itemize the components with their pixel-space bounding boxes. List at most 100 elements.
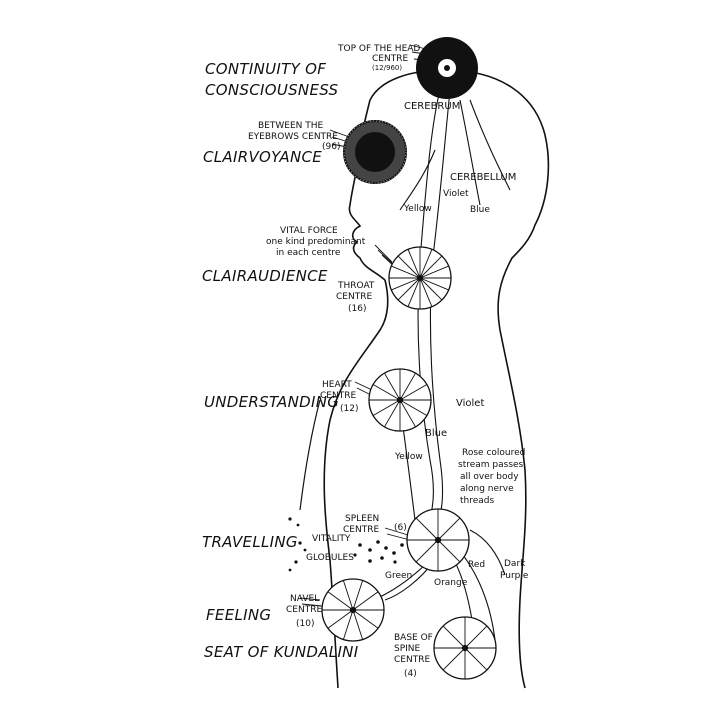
wheel-spoke bbox=[419, 277, 443, 301]
wheel-spoke bbox=[397, 277, 421, 301]
base-spine-petals: (4) bbox=[404, 669, 417, 679]
top-head-petals: (12/960) bbox=[372, 64, 402, 72]
wheel-spoke bbox=[437, 517, 461, 541]
wheel-spoke bbox=[384, 372, 401, 401]
wheel-spoke bbox=[419, 255, 443, 279]
feeling-label: FEELING bbox=[206, 606, 271, 624]
wheel-spoke bbox=[419, 277, 433, 307]
eyebrow-centre-wheel bbox=[343, 120, 407, 184]
clairvoyance-label: CLAIRVOYANCE bbox=[203, 148, 322, 166]
top-head-centre-wheel bbox=[416, 37, 478, 99]
wheel-hub bbox=[416, 274, 424, 282]
spleen-label-2: CENTRE bbox=[343, 525, 379, 535]
wheel-spoke bbox=[342, 580, 354, 611]
wheel-spoke bbox=[464, 647, 488, 671]
wheel-spoke bbox=[399, 372, 416, 401]
wheel-spoke bbox=[391, 265, 421, 279]
wheel-spoke bbox=[384, 399, 401, 428]
rose-note-3: all over body bbox=[460, 472, 519, 482]
wheel-spoke bbox=[342, 609, 354, 640]
navel-petals: (10) bbox=[296, 619, 314, 629]
base-spine-label-3: CENTRE bbox=[394, 655, 430, 665]
wheel-spoke bbox=[419, 265, 449, 279]
rose-note-5: threads bbox=[460, 496, 495, 506]
wheel-hub bbox=[434, 536, 442, 544]
continuity-label-1: CONTINUITY OF bbox=[205, 60, 326, 78]
vital-force-label-3: in each centre bbox=[276, 248, 341, 258]
rose-note-1: Rose coloured bbox=[462, 448, 525, 458]
throat-petals: (16) bbox=[348, 304, 366, 314]
top-head-label-1: TOP OF THE HEAD bbox=[337, 44, 420, 54]
spleen-petals: (6) bbox=[394, 523, 407, 533]
eyebrow-label-1: BETWEEN THE bbox=[258, 121, 323, 131]
wheel-spoke bbox=[327, 609, 354, 629]
dark-purple-label-1: Dark bbox=[504, 559, 526, 569]
navel-label-1: NAVEL bbox=[290, 594, 319, 604]
violet-head-label: Violet bbox=[443, 189, 469, 199]
wheel-hub bbox=[349, 606, 357, 614]
heart-label-2: CENTRE bbox=[320, 391, 356, 401]
wheel-spoke bbox=[352, 591, 379, 611]
throat-centre-wheel bbox=[388, 246, 452, 310]
wheel-spoke bbox=[442, 625, 466, 649]
vital-force-label-1: VITAL FORCE bbox=[280, 226, 338, 236]
vitality-globules-dots bbox=[288, 517, 404, 572]
vitality-label-2: GLOBULES bbox=[306, 553, 354, 563]
heart-centre-wheel bbox=[368, 368, 432, 432]
navel-label-2: CENTRE bbox=[286, 605, 322, 615]
wheel-spoke bbox=[327, 591, 354, 611]
wheel-spoke bbox=[407, 277, 421, 307]
wheel-spoke bbox=[419, 277, 449, 291]
eyebrow-label-2: EYEBROWS CENTRE bbox=[248, 132, 338, 142]
top-head-label-2: CENTRE bbox=[372, 54, 408, 64]
wheel-spoke bbox=[372, 399, 401, 416]
throat-label-1: THROAT bbox=[337, 281, 375, 291]
heart-petals: (12) bbox=[340, 404, 358, 414]
wheel-spoke bbox=[397, 255, 421, 279]
wheel-spoke bbox=[399, 399, 428, 416]
wheel-hub bbox=[396, 396, 404, 404]
base-spine-label-2: SPINE bbox=[394, 644, 421, 654]
wheel-spoke bbox=[391, 277, 421, 291]
seat-of-kundalini-label: SEAT OF KUNDALINI bbox=[204, 643, 359, 661]
spleen-label-1: SPLEEN bbox=[345, 514, 379, 524]
wheel-spoke bbox=[352, 609, 379, 629]
blue-body-label: Blue bbox=[425, 428, 447, 439]
spleen-centre-wheel bbox=[406, 508, 470, 572]
base-spine-centre-wheel bbox=[433, 616, 497, 680]
violet-body-label: Violet bbox=[456, 398, 484, 409]
rose-note-2: stream passes bbox=[458, 460, 524, 470]
yellow-head-label: Yellow bbox=[403, 204, 432, 214]
wheel-spoke bbox=[437, 539, 461, 563]
wheel-spoke bbox=[415, 539, 439, 563]
wheel-spoke bbox=[419, 249, 433, 279]
wheel-hub bbox=[461, 644, 469, 652]
eyebrow-petals: (96) bbox=[322, 142, 340, 152]
yellow-body-label: Yellow bbox=[394, 452, 423, 462]
wheel-spoke bbox=[415, 517, 439, 541]
vital-force-label-2: one kind predominant bbox=[266, 237, 366, 247]
wheel-spoke bbox=[399, 384, 428, 401]
rose-note-4: along nerve bbox=[460, 484, 514, 494]
cerebrum-label: CEREBRUM bbox=[404, 101, 460, 112]
understanding-label: UNDERSTANDING bbox=[204, 393, 339, 411]
wheel-spoke bbox=[352, 609, 364, 640]
wheel-spoke bbox=[399, 399, 416, 428]
wheel-spoke bbox=[442, 647, 466, 671]
navel-centre-wheel bbox=[321, 578, 385, 642]
orange-label: Orange bbox=[434, 578, 468, 588]
wheel-spoke bbox=[464, 625, 488, 649]
wheel-spoke bbox=[372, 384, 401, 401]
base-spine-label-1: BASE OF bbox=[394, 633, 433, 643]
green-label: Green bbox=[385, 571, 412, 581]
continuity-label-2: CONSCIOUSNESS bbox=[205, 81, 339, 99]
dark-purple-label-2: Purple bbox=[500, 571, 529, 581]
wheel-group bbox=[321, 246, 497, 680]
travelling-label: TRAVELLING bbox=[202, 533, 298, 551]
red-label: Red bbox=[468, 560, 485, 570]
clairaudience-label: CLAIRAUDIENCE bbox=[202, 267, 328, 285]
cerebellum-label: CEREBELLUM bbox=[450, 172, 516, 183]
blue-head-label: Blue bbox=[470, 205, 490, 215]
wheel-spoke bbox=[407, 249, 421, 279]
